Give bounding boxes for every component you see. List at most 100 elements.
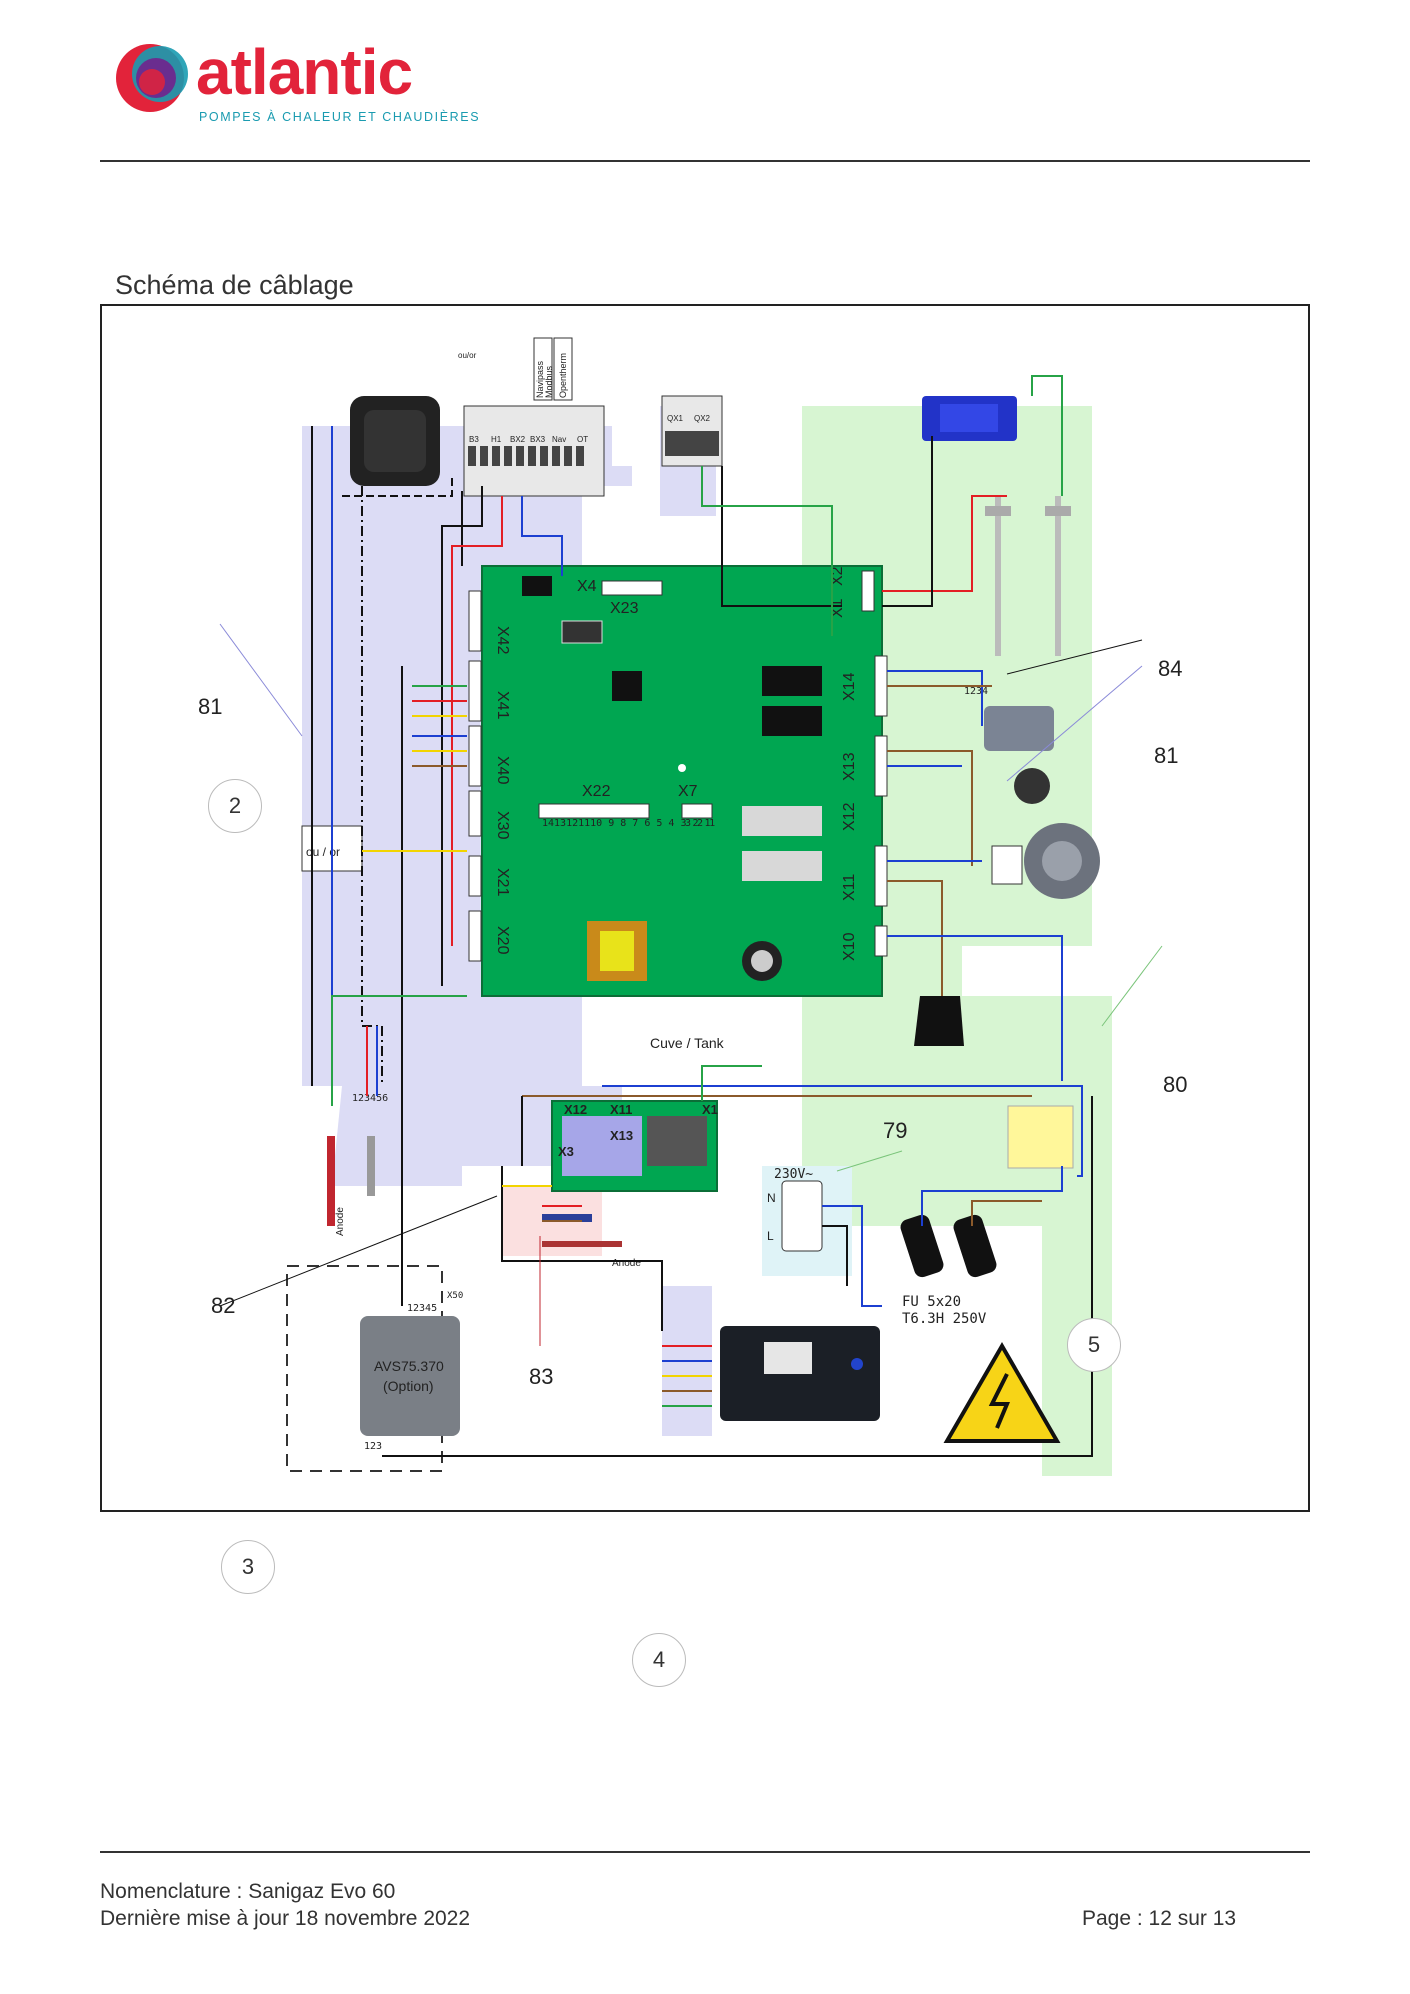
wire xyxy=(882,495,1007,592)
wire xyxy=(451,496,503,946)
capacitor xyxy=(751,950,773,972)
bus-label-box xyxy=(553,337,573,401)
callout-leader xyxy=(1006,639,1143,675)
pin-numbers: 123456 xyxy=(352,1093,388,1104)
connector-x40 xyxy=(468,725,482,787)
callout-leader xyxy=(1006,665,1143,782)
display-screen xyxy=(764,1342,812,1374)
relay xyxy=(742,806,822,836)
pump-motor xyxy=(364,410,426,472)
connector-label: X13 xyxy=(610,1128,633,1143)
connector-x42 xyxy=(468,590,482,652)
connector-label: X7 xyxy=(678,783,698,800)
callout-82: 82 xyxy=(211,1293,236,1318)
connector-label: X23 xyxy=(610,600,639,617)
wire xyxy=(822,1205,882,1307)
main-board xyxy=(481,565,883,997)
label-ou-or: ou/or xyxy=(458,351,477,360)
relay xyxy=(762,706,822,736)
connector-x2-x1 xyxy=(861,570,875,612)
avs-connector: X50 xyxy=(447,1291,463,1301)
connector-x20 xyxy=(468,910,482,962)
tank-sensor xyxy=(367,1136,375,1196)
bus-label: Modbus xyxy=(544,365,554,398)
terminal xyxy=(540,446,548,466)
marker-2: 2 xyxy=(208,779,262,833)
connector-x10 xyxy=(874,925,888,957)
label-fuse: FU 5x20 xyxy=(902,1294,961,1310)
relay xyxy=(762,666,822,696)
connector-x14 xyxy=(874,655,888,717)
fuse-holder xyxy=(953,1214,997,1278)
footer-updated: Dernière mise à jour 18 novembre 2022 xyxy=(100,1907,471,1930)
wire xyxy=(331,995,467,1106)
marker-5: 5 xyxy=(1067,1318,1121,1372)
chip xyxy=(612,671,642,701)
label-n: N xyxy=(767,1191,776,1205)
terminal-label: OT xyxy=(577,435,588,444)
footer-nomenclature: Nomenclature : Sanigaz Evo 60 xyxy=(100,1880,396,1903)
connector-label: X2 xyxy=(829,566,846,586)
footer-page: Page : 12 sur 13 xyxy=(1082,1907,1237,1930)
wire xyxy=(887,670,983,726)
bus-label: Opentherm xyxy=(558,353,568,398)
relay xyxy=(742,851,822,881)
connector-label: X3 xyxy=(558,1144,574,1159)
connector-label: X41 xyxy=(494,691,511,720)
fuse-holder xyxy=(900,1214,944,1278)
wire xyxy=(921,1166,1063,1226)
brand-logo-mark xyxy=(116,44,188,112)
wire xyxy=(441,486,483,986)
terminal xyxy=(504,446,512,466)
terminal xyxy=(564,446,572,466)
marker-3: 3 xyxy=(221,1540,275,1594)
pin-numbers: 12345 xyxy=(407,1303,437,1314)
wire xyxy=(887,750,973,866)
callout-81-right: 81 xyxy=(1154,743,1179,768)
label-cuve-tank: Cuve / Tank xyxy=(650,1035,725,1051)
section-title: Schéma de câblage xyxy=(115,270,354,300)
brand-tagline: POMPES À CHALEUR ET CHAUDIÈRES xyxy=(199,110,481,124)
connector-label: X13 xyxy=(841,752,858,781)
anode-rod xyxy=(542,1241,622,1247)
display-button xyxy=(851,1358,863,1370)
wiring-diagram-svg: X42 X41 X40 X30 X21 X20 X4 X23 X22 X7 X2… xyxy=(219,337,1163,1476)
connector-label: X30 xyxy=(494,811,511,840)
wiring-diagram: X42 X41 X40 X30 X21 X20 X4 X23 X22 X7 X2… xyxy=(100,304,1310,1512)
terminal xyxy=(516,446,524,466)
terminal-label: Nav xyxy=(552,435,566,444)
callout-79: 79 xyxy=(883,1118,908,1143)
wire xyxy=(721,466,842,607)
connector-x13 xyxy=(874,735,888,797)
mount-hole xyxy=(678,764,686,772)
avs-label: AVS75.370 xyxy=(374,1358,444,1374)
callout-leader xyxy=(219,623,303,737)
wire xyxy=(701,466,833,636)
label-fuse: T6.3H 250V xyxy=(902,1311,987,1327)
callout-leader xyxy=(836,1150,903,1172)
terminal xyxy=(552,446,560,466)
fan-connector xyxy=(991,845,1023,885)
marker-4: 4 xyxy=(632,1633,686,1687)
callout-leader xyxy=(219,1195,498,1307)
header-divider xyxy=(100,160,1310,162)
chip xyxy=(522,576,552,596)
connector-label: X14 xyxy=(841,672,858,701)
connector-label: X10 xyxy=(841,932,858,961)
chip xyxy=(561,620,603,644)
bus-label: Navipass xyxy=(535,360,545,398)
brand-logo xyxy=(112,38,192,118)
connector-label: X4 xyxy=(577,578,597,595)
wire xyxy=(521,496,563,576)
sensor-probe xyxy=(542,1214,592,1222)
wire xyxy=(382,1096,1093,1457)
zone-lavender-bottom xyxy=(332,1086,622,1186)
connector-label: X1 xyxy=(702,1102,718,1117)
sensor xyxy=(914,996,964,1046)
connector-label: X12 xyxy=(564,1102,587,1117)
footer-divider xyxy=(100,1851,1310,1853)
terminal xyxy=(528,446,536,466)
callout-83: 83 xyxy=(529,1364,554,1389)
label-anode: Anode xyxy=(612,1258,641,1269)
junction-box xyxy=(1007,1105,1074,1169)
